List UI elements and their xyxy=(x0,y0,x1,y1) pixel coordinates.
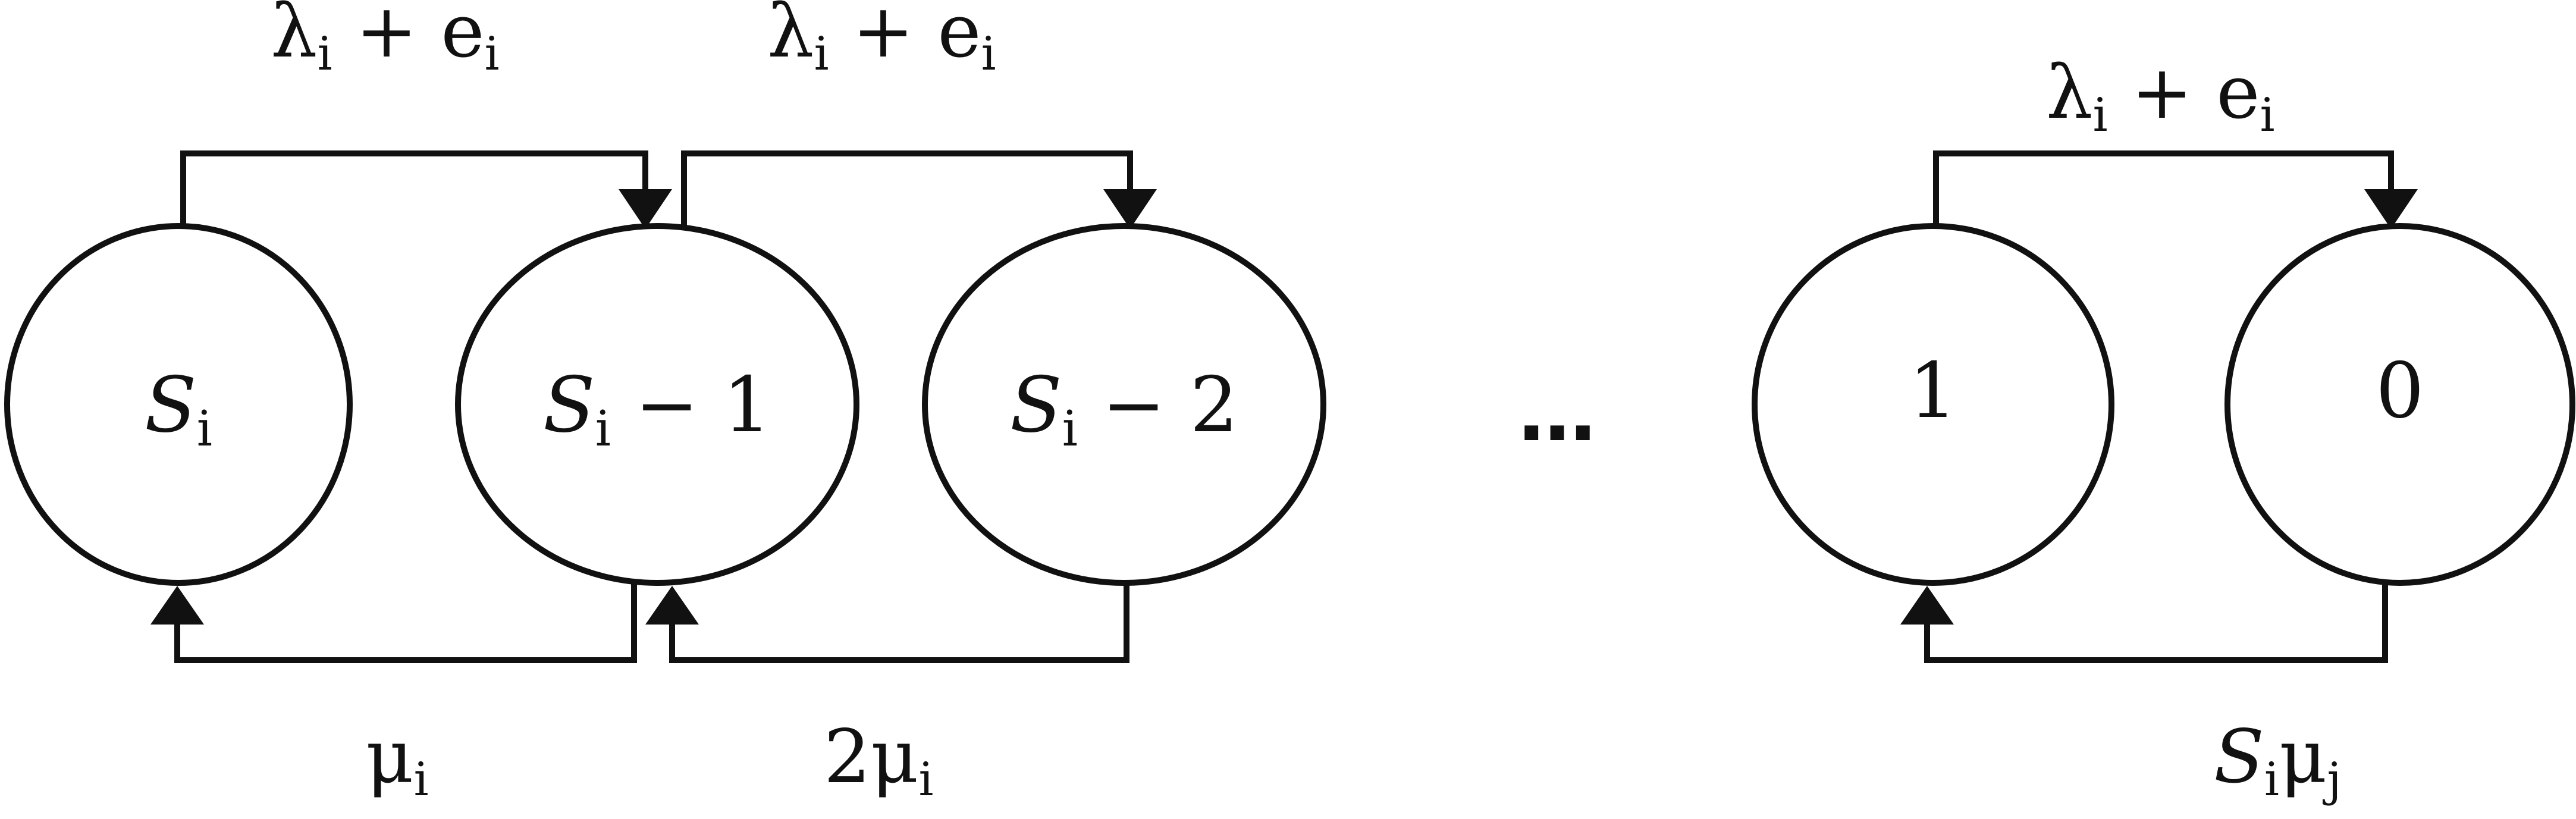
state-node-si-minus-2: Si − 2 xyxy=(922,223,1326,586)
bottom-rate-label-1: μi xyxy=(366,714,429,807)
bottom-arrow-1 xyxy=(150,583,637,663)
state-label-sub: i xyxy=(197,401,212,457)
state-label-main: S xyxy=(543,361,595,450)
top-arrow-1 xyxy=(180,150,672,229)
state-label-suffix: 0 xyxy=(2376,347,2424,435)
state-label-suffix: − 1 xyxy=(611,361,771,450)
top-rate-label-2: λi + ei xyxy=(767,0,996,81)
state-node-0: 0 xyxy=(2224,223,2575,586)
bottom-arrow-3 xyxy=(1900,583,2388,663)
state-label-sub: i xyxy=(595,401,611,457)
state-node-si: Si xyxy=(4,223,353,586)
state-node-1: 1 xyxy=(1752,223,2114,586)
top-arrow-3 xyxy=(1933,150,2418,229)
bottom-rate-label-2: 2μi xyxy=(824,714,933,807)
bottom-rate-label-3: Siμj xyxy=(2214,714,2342,807)
ellipsis: … xyxy=(1518,368,1596,459)
state-label-suffix: 1 xyxy=(1909,347,1957,435)
svg-text:Si − 2: Si − 2 xyxy=(1010,361,1238,457)
state-label-main: S xyxy=(1010,361,1062,450)
top-rate-label-1: λi + ei xyxy=(271,0,500,81)
state-label-main: S xyxy=(145,361,197,450)
bottom-arrow-2 xyxy=(645,583,1129,663)
state-label-sub: i xyxy=(1062,401,1078,457)
svg-text:Si: Si xyxy=(145,361,212,457)
top-rate-label-3: λi + ei xyxy=(2046,50,2275,142)
state-node-si-minus-1: Si − 1 xyxy=(455,223,859,586)
svg-text:0: 0 xyxy=(2376,347,2424,435)
svg-text:Si − 1: Si − 1 xyxy=(543,361,771,457)
svg-text:1: 1 xyxy=(1909,347,1957,435)
state-label-suffix: − 2 xyxy=(1078,361,1238,450)
top-arrow-2 xyxy=(681,150,1157,229)
